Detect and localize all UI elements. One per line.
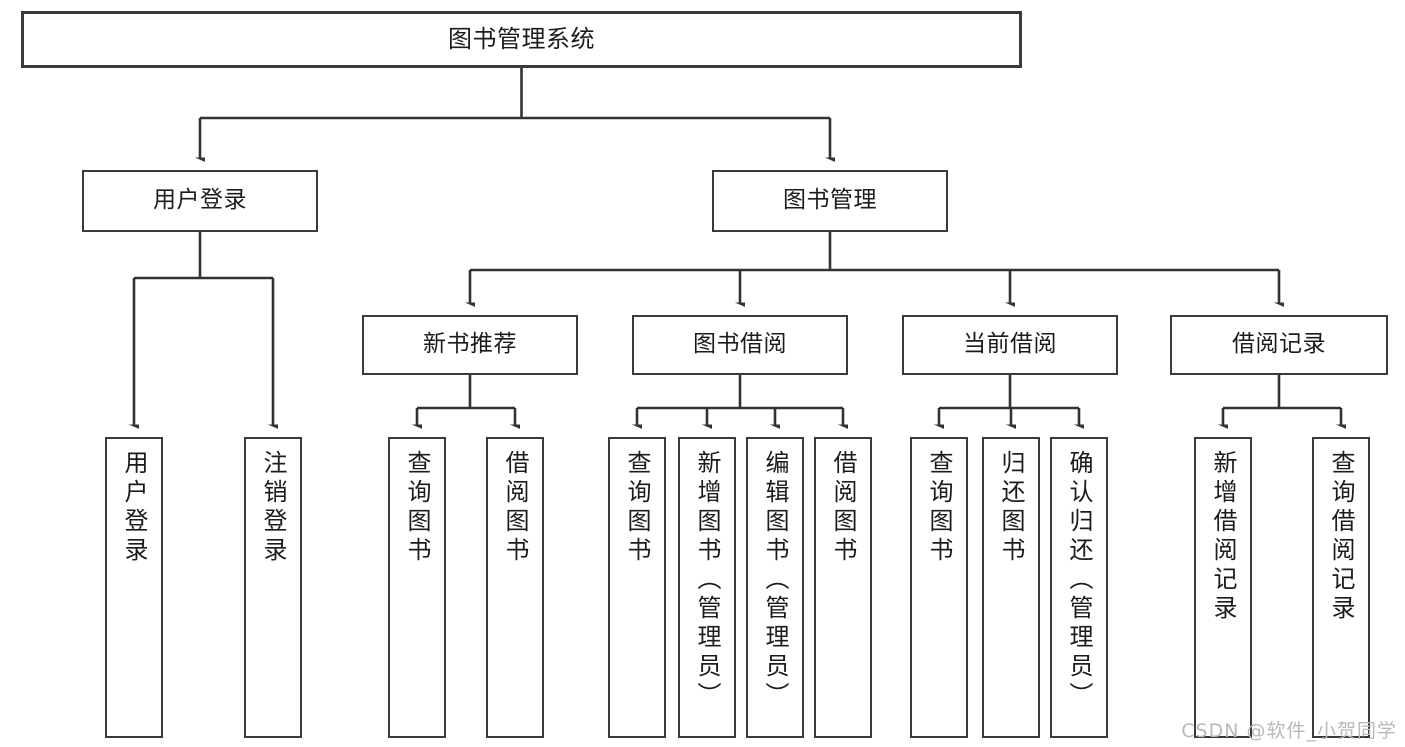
- node-current-borrowing[interactable]: 当前借阅: [902, 315, 1118, 375]
- node-label: 当前借阅: [963, 331, 1057, 358]
- node-label: 查询借阅记录: [1327, 450, 1355, 624]
- leaf-user-login[interactable]: 用户登录: [105, 437, 163, 738]
- node-book-borrowing[interactable]: 图书借阅: [632, 315, 848, 375]
- node-root-book-management-system[interactable]: 图书管理系统: [21, 11, 1022, 68]
- leaf-query-borrowing-record[interactable]: 查询借阅记录: [1312, 437, 1370, 738]
- node-label: 查询图书: [403, 450, 431, 566]
- node-label: 查询图书: [623, 450, 651, 566]
- node-label: 用户登录: [153, 187, 247, 214]
- node-label: 图书管理系统: [448, 25, 595, 54]
- leaf-edit-book-admin[interactable]: 编辑图书（管理员）: [746, 437, 804, 738]
- node-label: 新增图书（管理员）: [693, 450, 721, 711]
- leaf-logout[interactable]: 注销登录: [244, 437, 302, 738]
- node-label: 查询图书: [925, 450, 953, 566]
- leaf-confirm-return-admin[interactable]: 确认归还（管理员）: [1050, 437, 1108, 738]
- node-label: 用户登录: [120, 450, 148, 566]
- leaf-add-borrowing-record[interactable]: 新增借阅记录: [1194, 437, 1252, 738]
- node-label: 借阅图书: [501, 450, 529, 566]
- node-label: 图书借阅: [693, 331, 787, 358]
- leaf-query-book-newbook[interactable]: 查询图书: [388, 437, 446, 738]
- node-new-book-recommendation[interactable]: 新书推荐: [362, 315, 578, 375]
- leaf-query-book-borrowing[interactable]: 查询图书: [608, 437, 666, 738]
- node-borrowing-record[interactable]: 借阅记录: [1170, 315, 1388, 375]
- leaf-borrow-book-borrowing[interactable]: 借阅图书: [814, 437, 872, 738]
- node-label: 归还图书: [997, 450, 1025, 566]
- node-label: 编辑图书（管理员）: [761, 450, 789, 711]
- node-label: 借阅图书: [829, 450, 857, 566]
- node-label: 新增借阅记录: [1209, 450, 1237, 624]
- node-label: 借阅记录: [1232, 331, 1326, 358]
- leaf-query-book-current[interactable]: 查询图书: [910, 437, 968, 738]
- node-label: 新书推荐: [423, 331, 517, 358]
- csdn-watermark: CSDN @软件_小贺同学: [1181, 720, 1397, 742]
- node-book-management[interactable]: 图书管理: [712, 170, 948, 232]
- node-label: 图书管理: [783, 187, 877, 214]
- leaf-return-book[interactable]: 归还图书: [982, 437, 1040, 738]
- node-label: 注销登录: [259, 450, 287, 566]
- leaf-add-book-admin[interactable]: 新增图书（管理员）: [678, 437, 736, 738]
- node-user-login[interactable]: 用户登录: [82, 170, 318, 232]
- node-label: 确认归还（管理员）: [1065, 450, 1093, 711]
- leaf-borrow-book-newbook[interactable]: 借阅图书: [486, 437, 544, 738]
